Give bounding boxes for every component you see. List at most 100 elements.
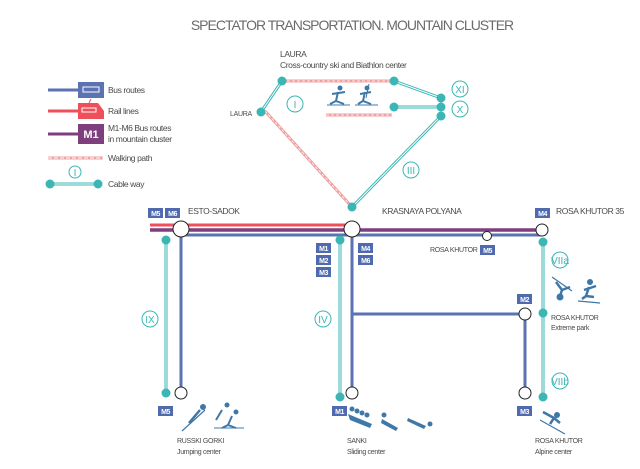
label-laura-left: LAURA [230, 111, 252, 118]
route-badges: M5 M6 M1 M2 M3 M4 M6 M5 M4 M2 M3 M5 M1 [148, 208, 550, 416]
cableway-label-IX: IX [141, 310, 159, 328]
svg-text:IX: IX [145, 315, 155, 326]
cableways [164, 79, 545, 398]
train-icon [78, 103, 104, 119]
badge-alpine-m3: M3 [517, 406, 532, 416]
svg-text:M2: M2 [520, 297, 529, 304]
station-alpine[interactable] [518, 386, 532, 400]
svg-text:I: I [294, 100, 297, 111]
station-sanki[interactable] [345, 386, 359, 400]
badge-rosa-stop-m5: M5 [480, 245, 495, 255]
legend-badge-m1: M1 [83, 129, 98, 141]
badge-esto-m6: M6 [165, 208, 180, 218]
label-laura-subtitle: Cross-country ski and Biathlon center [280, 60, 407, 70]
snowboard-icon [577, 279, 601, 304]
label-extreme-park-sub: Extreme park [551, 325, 590, 332]
svg-text:III: III [407, 166, 415, 177]
label-alpine-sub: Alpine center [535, 449, 573, 456]
cableway-label-VIIb: VIIb [551, 372, 569, 390]
svg-text:M1: M1 [335, 409, 344, 416]
label-esto-sadok: ESTO-SADOK [188, 206, 240, 216]
svg-text:XI: XI [455, 85, 464, 96]
svg-text:VIIb: VIIb [551, 377, 569, 388]
svg-text:M2: M2 [319, 258, 328, 265]
station-krasnaya-polyana[interactable] [343, 220, 361, 238]
freestyle-icon [551, 276, 573, 301]
legend-item-cable: I Cable way [45, 165, 146, 189]
svg-text:M4: M4 [361, 246, 370, 253]
legend-label-rail: Rail lines [108, 106, 139, 116]
legend-item-mountain-bus: M1 M1-M6 Bus routes in mountain cluster [48, 123, 173, 144]
legend-item-bus: Bus routes [48, 82, 145, 98]
cableway-label-XI: XI [451, 80, 469, 98]
cableway-stations [161, 76, 548, 402]
nordic-combined-icon [214, 402, 244, 429]
luge-icon [381, 412, 398, 431]
svg-text:M5: M5 [161, 409, 170, 416]
svg-text:M6: M6 [168, 211, 177, 218]
label-krasnaya-polyana: KRASNAYA POLYANA [382, 206, 462, 216]
station-rosa-khutor-stop[interactable] [482, 231, 492, 241]
station-esto-sadok[interactable] [172, 220, 190, 238]
svg-text:M4: M4 [538, 211, 547, 218]
legend-item-walking: Walking path [48, 153, 153, 163]
label-sanki-sub: Sliding center [347, 449, 386, 456]
map-title: SPECTATOR TRANSPORTATION. MOUNTAIN CLUST… [191, 17, 514, 33]
legend-label-bus: Bus routes [108, 85, 145, 95]
cableway-label-III: III [402, 161, 420, 179]
cableway-label-IV: IV [314, 310, 332, 328]
legend-label-cable: Cable way [108, 179, 145, 189]
label-extreme-park: ROSA KHUTOR [551, 315, 599, 322]
badge-russki-m5: M5 [158, 406, 173, 416]
svg-text:M1: M1 [319, 246, 328, 253]
cableway-label-VIIa: VIIa [551, 251, 569, 269]
label-sanki: SANKI [347, 438, 367, 445]
bus-icon [78, 82, 104, 98]
legend-item-rail: Rail lines [48, 98, 139, 119]
label-alpine: ROSA KHUTOR [535, 438, 583, 445]
svg-text:M3: M3 [520, 409, 529, 416]
badge-esto-m5: M5 [148, 208, 163, 218]
bobsleigh-icon [348, 406, 372, 428]
badge-kp-m1: M1 [316, 243, 331, 253]
cableway-III [350, 114, 443, 209]
bus-stops [172, 220, 549, 400]
svg-text:IV: IV [318, 315, 328, 326]
ski-jumping-icon [181, 404, 206, 432]
badge-kp-m2: M2 [316, 255, 331, 265]
walking-paths [263, 79, 394, 209]
alpine-ski-icon [539, 410, 566, 435]
legend-label-mbus-2: in mountain cluster [108, 134, 172, 144]
badge-kp-m4: M4 [358, 243, 373, 253]
biathlon-icon [355, 83, 378, 106]
sport-icons [181, 83, 601, 435]
label-russki-gorki: RUSSKI GORKI [177, 438, 224, 445]
svg-text:M5: M5 [151, 211, 160, 218]
svg-text:M3: M3 [319, 270, 328, 277]
cableway-XI [393, 79, 442, 100]
badge-sanki-m1: M1 [332, 406, 347, 416]
station-rosa-khutor-35[interactable] [535, 223, 549, 237]
svg-text:M5: M5 [483, 248, 492, 255]
legend-label-walking: Walking path [108, 153, 153, 163]
skeleton-icon [407, 418, 433, 429]
label-rosa-khutor-35: ROSA KHUTOR 35 [556, 206, 625, 216]
legend-label-mbus-1: M1-M6 Bus routes [108, 123, 171, 133]
cableway-label-I: I [286, 95, 304, 113]
svg-text:M6: M6 [361, 258, 370, 265]
legend: Bus routes Rail lines M1 M1-M6 Bus route… [45, 82, 173, 189]
cableway-labels: I XI X III IX IV VIIa VIIb [141, 80, 569, 390]
cross-country-ski-icon [327, 85, 350, 106]
cableway-I [259, 80, 284, 113]
svg-text:VIIa: VIIa [551, 256, 569, 267]
legend-cable-numeral: I [74, 168, 77, 179]
label-laura-top: LAURA [280, 49, 307, 59]
station-rosa-khutor-mid[interactable] [518, 307, 532, 321]
badge-kp-m3: M3 [316, 267, 331, 277]
cableway-label-X: X [451, 100, 469, 118]
badge-rosa-mid-m2: M2 [517, 294, 532, 304]
station-russki-gorki[interactable] [174, 386, 188, 400]
svg-text:X: X [457, 105, 464, 116]
badge-rosa35-m4: M4 [535, 208, 550, 218]
